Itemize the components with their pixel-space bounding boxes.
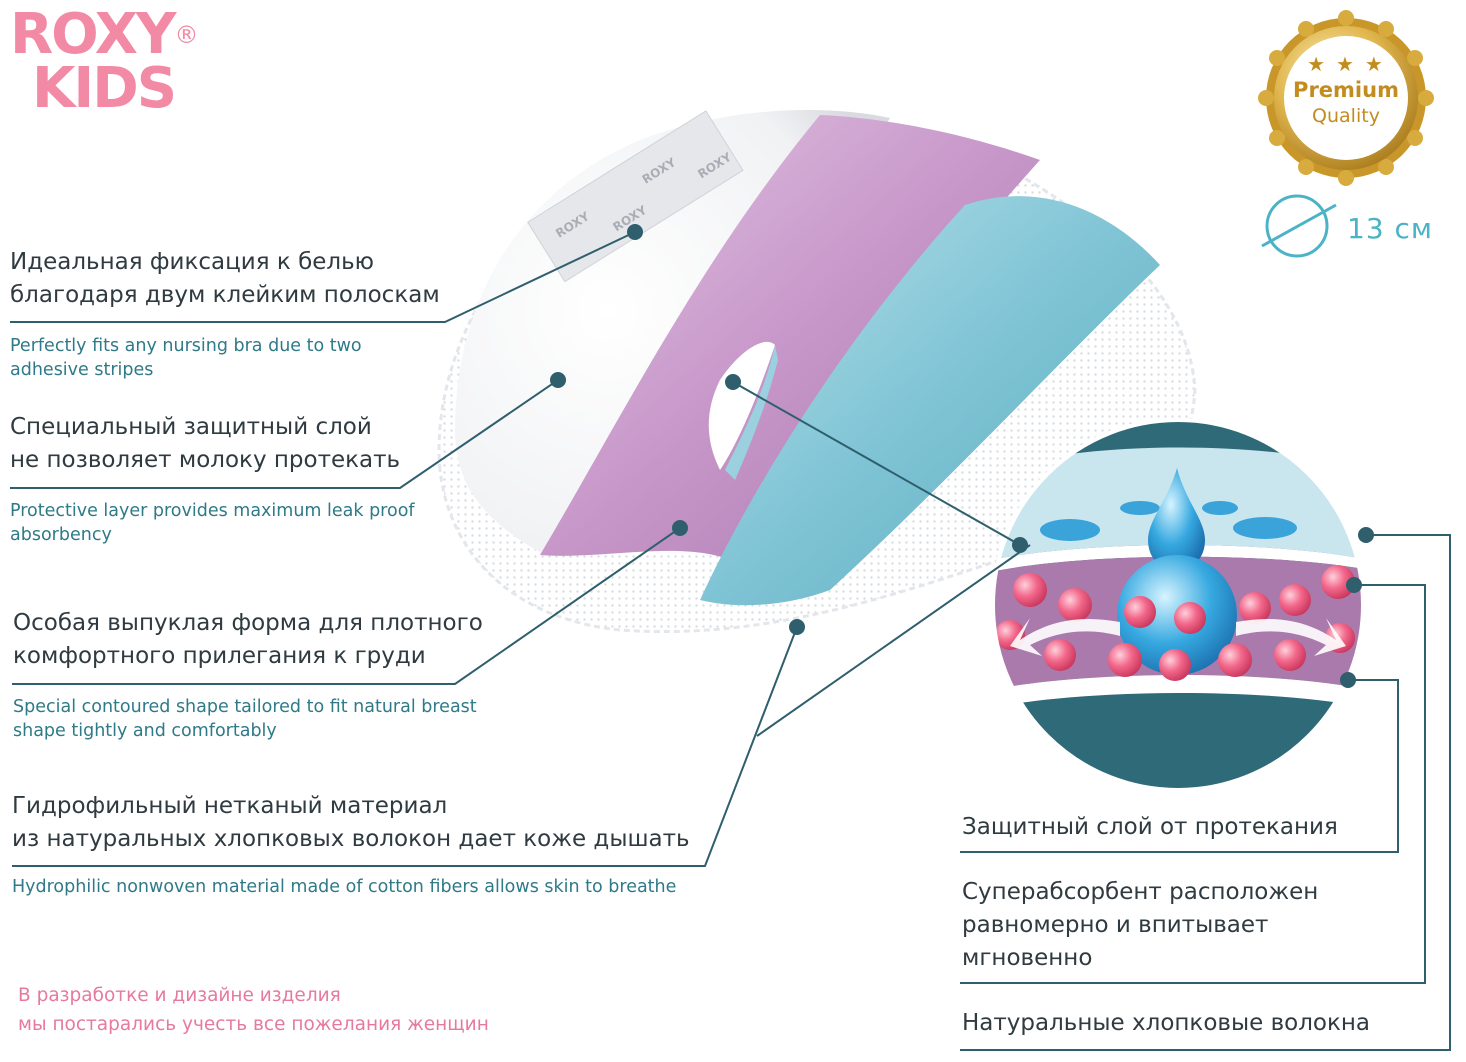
feature-adhesive: Идеальная фиксация к белью благодаря дву…	[10, 246, 440, 382]
feature-superabsorbent-1: Суперабсорбент расположен	[962, 879, 1319, 905]
feature-shape-en-1: Special contoured shape tailored to fit …	[13, 697, 477, 717]
feature-shape-en-2: shape tightly and comfortably	[13, 721, 277, 741]
nursing-pad-illustration: ROXY ROXY ROXY ROXY	[437, 110, 1197, 634]
feature-protective-ru-2: не позволяет молоку протекать	[10, 447, 401, 473]
callout-lines-left	[10, 231, 1031, 867]
feature-nonwoven-ru-2: из натуральных хлопковых волокон дает ко…	[12, 826, 690, 852]
feature-adhesive-en-1: Perfectly fits any nursing bra due to tw…	[10, 336, 362, 356]
design-note-2: мы постарались учесть все пожелания женщ…	[18, 1014, 489, 1035]
feature-superabsorbent-2: равномерно и впитывает	[962, 912, 1269, 938]
feature-adhesive-ru-2: благодаря двум клейким полоскам	[10, 282, 440, 308]
feature-nonwoven-ru-1: Гидрофильный нетканый материал	[12, 793, 448, 819]
feature-protective-ru-1: Специальный защитный слой	[10, 414, 372, 440]
design-note-1: В разработке и дизайне изделия	[18, 985, 341, 1006]
brand-logo: ROXY® KIDS	[10, 7, 198, 121]
feature-nonwoven: Гидрофильный нетканый материал из натура…	[12, 790, 690, 899]
badge-text: ★ ★ ★ Premium Quality	[1286, 52, 1406, 128]
feature-adhesive-ru-1: Идеальная фиксация к белью	[10, 249, 375, 275]
feature-protective-en-2: absorbency	[10, 525, 112, 545]
feature-superabsorbent-3: мгновенно	[962, 945, 1093, 971]
design-note: В разработке и дизайне изделия мы постар…	[18, 981, 489, 1039]
pad-diameter: 13 см	[1347, 212, 1434, 245]
cross-section-illustration	[993, 420, 1363, 790]
feature-leak-layer: Защитный слой от протекания	[962, 814, 1338, 840]
feature-nonwoven-en-1: Hydrophilic nonwoven material made of co…	[12, 877, 677, 897]
diameter-icon	[1261, 194, 1337, 258]
feature-cotton-fibers: Натуральные хлопковые волокна	[962, 1010, 1370, 1036]
feature-adhesive-en-2: adhesive stripes	[10, 360, 154, 380]
brand-line-2: KIDS	[32, 56, 177, 121]
callout-lines-right	[960, 534, 1451, 1051]
badge-stars: ★ ★ ★	[1307, 52, 1385, 76]
feature-protective-layer: Специальный защитный слой не позволяет м…	[10, 411, 415, 547]
feature-shape-ru-1: Особая выпуклая форма для плотного	[13, 610, 483, 636]
badge-quality: Quality	[1312, 105, 1380, 127]
feature-superabsorbent: Суперабсорбент расположен равномерно и в…	[962, 876, 1318, 975]
feature-protective-en-1: Protective layer provides maximum leak p…	[10, 501, 415, 521]
brand-line-1: ROXY	[10, 2, 176, 67]
premium-quality-badge	[1258, 10, 1434, 186]
registered-mark: ®	[174, 21, 198, 49]
feature-contoured-shape: Особая выпуклая форма для плотного комфо…	[13, 607, 483, 743]
badge-premium: Premium	[1293, 78, 1399, 102]
feature-shape-ru-2: комфортного прилегания к груди	[13, 643, 426, 669]
